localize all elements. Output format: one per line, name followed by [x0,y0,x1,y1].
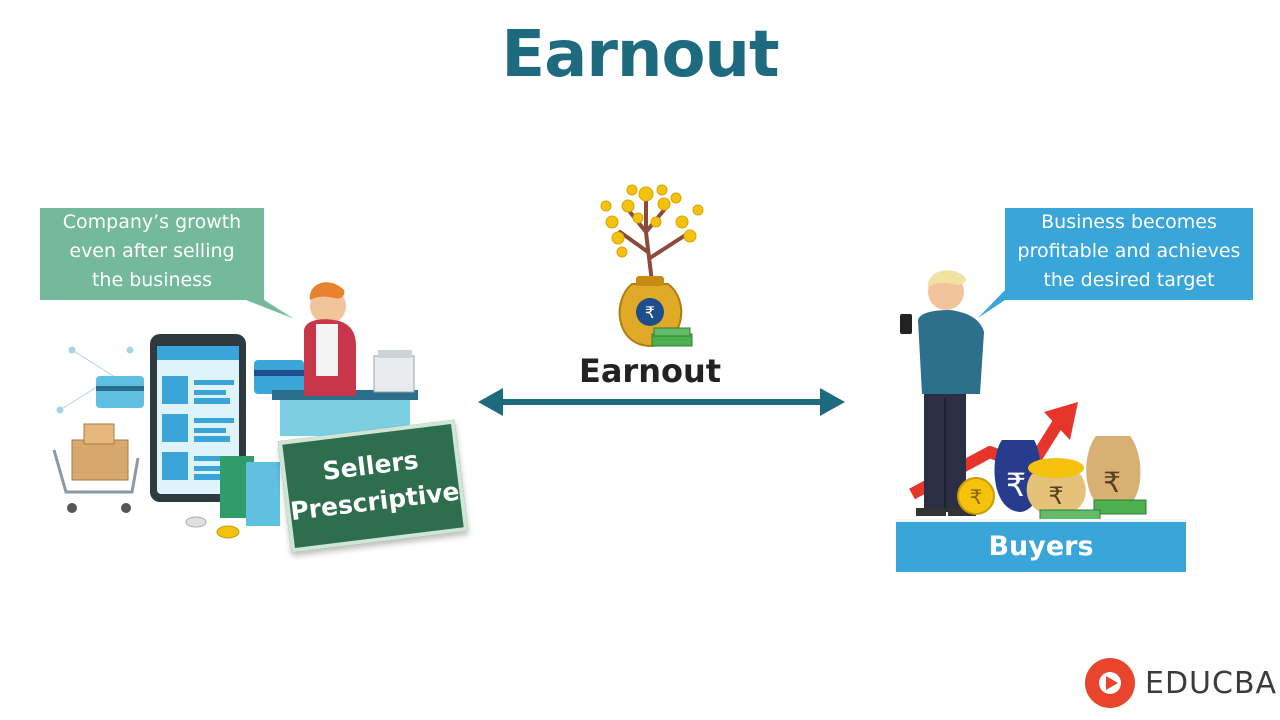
buyer-sign: Buyers Prescriptive [896,519,1186,612]
double-arrow [478,388,845,416]
callout-line: profitable and achieves [1017,240,1241,262]
callout-line: even after selling [69,240,235,262]
rupee-symbol: ₹ [1048,482,1063,510]
seller-sign: Sellers Prescriptive [277,419,469,553]
callout-line: the desired target [1043,269,1215,291]
page-title: Earnout [501,18,779,92]
callout-line: Business becomes [1041,211,1217,233]
buyer-callout: Business becomes profitable and achieves… [1005,208,1253,300]
educba-logo-icon [1085,658,1135,708]
rupee-symbol: ₹ [645,303,655,322]
brand-name: EDUCBA [1145,666,1278,701]
rupee-symbol: ₹ [1006,466,1026,504]
callout-line: the business [91,269,213,291]
callout-right-pointer [978,290,1005,318]
seller-callout: Company’s growth even after selling the … [40,208,264,300]
callout-left-pointer [246,300,292,318]
buyer-illustration: ₹ ₹ ₹ ₹ [900,270,1147,521]
rupee-symbol: ₹ [1103,466,1121,499]
rupee-symbol: ₹ [970,485,983,509]
callout-line: Company’s growth [62,211,242,233]
earnout-label: Earnout [578,352,722,390]
money-tree-icon: ₹ [600,184,704,348]
